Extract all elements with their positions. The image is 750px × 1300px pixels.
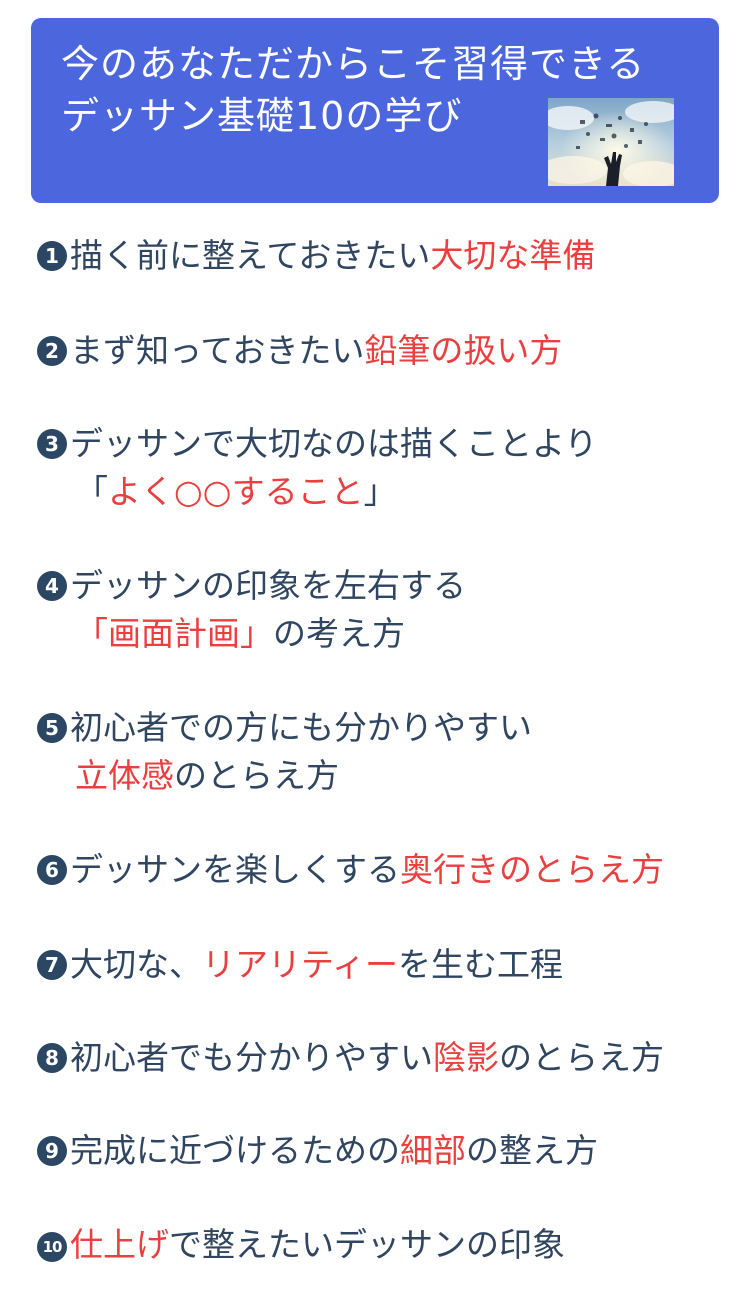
- number-badge-2: 2: [37, 336, 67, 366]
- number-badge-5: 5: [37, 713, 67, 743]
- header-title-line2: デッサン基礎10の学び: [61, 94, 463, 138]
- lesson-text: デッサンを楽しくする: [70, 850, 400, 889]
- lesson-highlight: 大切な準備: [430, 236, 596, 275]
- lesson-line-2: 立体感のとらえ方: [37, 752, 532, 800]
- lesson-text: の整え方: [466, 1131, 598, 1170]
- number-badge-9: 9: [37, 1136, 67, 1166]
- lesson-highlight: 「画面計画」: [75, 614, 273, 653]
- lesson-text: 完成に近づけるための: [70, 1131, 400, 1170]
- number-badge-7: 7: [37, 950, 67, 980]
- lesson-text: で整えたいデッサンの印象: [169, 1225, 565, 1264]
- lesson-text: まず知っておきたい: [70, 331, 365, 370]
- header-banner: 今のあなただからこそ習得できる デッサン基礎10の学び: [31, 18, 719, 203]
- number-badge-10: 10: [37, 1232, 67, 1262]
- lesson-text: 初心者でも分かりやすい: [70, 1038, 433, 1077]
- lesson-highlight: 鉛筆の扱い方: [364, 331, 563, 370]
- lesson-text: 」: [363, 472, 397, 511]
- lesson-text: のとらえ方: [174, 756, 339, 795]
- number-badge-4: 4: [37, 571, 67, 601]
- lesson-highlight: 細部: [400, 1131, 466, 1170]
- number-badge-3: 3: [37, 429, 67, 459]
- lesson-text: 「: [75, 472, 108, 511]
- header-title-line1: 今のあなただからこそ習得できる: [61, 42, 646, 86]
- lesson-text: のとらえ方: [499, 1038, 664, 1077]
- lesson-highlight: 仕上げ: [70, 1225, 169, 1264]
- lesson-text: の考え方: [273, 614, 405, 653]
- hand-sky-image: [548, 98, 674, 186]
- lesson-line-2: 「よく○○すること」: [37, 468, 597, 516]
- lesson-text: デッサンの印象を左右する: [70, 566, 466, 605]
- lesson-text: 描く前に整えておきたい: [70, 236, 431, 275]
- lesson-text: デッサンで大切なのは描くことより: [70, 424, 598, 463]
- lesson-text: 大切な、: [70, 945, 202, 984]
- lesson-text: を生む工程: [398, 945, 564, 984]
- lesson-highlight: 奥行きのとらえ方: [400, 850, 664, 889]
- lesson-line-2: 「画面計画」の考え方: [37, 610, 466, 658]
- hand-sky-floating-icons-image: [548, 98, 674, 186]
- lesson-highlight: 陰影: [433, 1038, 499, 1077]
- number-badge-8: 8: [37, 1043, 67, 1073]
- lesson-text: 初心者での方にも分かりやすい: [70, 708, 532, 747]
- number-badge-6: 6: [37, 855, 67, 885]
- lesson-highlight: 立体感: [75, 756, 174, 795]
- header-title: 今のあなただからこそ習得できる デッサン基礎10の学び: [61, 38, 701, 142]
- number-badge-1: 1: [37, 241, 67, 271]
- lesson-highlight: よく○○すること: [108, 472, 364, 511]
- lesson-highlight: リアリティー: [202, 945, 399, 984]
